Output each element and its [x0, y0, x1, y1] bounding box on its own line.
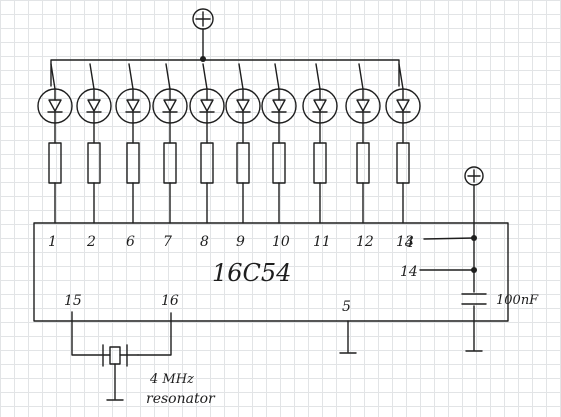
led-channel — [115, 63, 151, 224]
resistor-icon — [48, 142, 62, 184]
led-channel — [37, 63, 73, 224]
led-feed-wire — [50, 63, 56, 90]
pin-4-wire — [423, 237, 475, 240]
led-channel — [189, 63, 225, 224]
pin-number: 8 — [200, 234, 209, 250]
led-icon — [385, 88, 421, 124]
plus-terminal-icon — [192, 8, 214, 30]
diode-triangle — [126, 99, 140, 112]
pin-number: 16 — [161, 293, 179, 309]
pin-number: 6 — [126, 234, 135, 250]
junction-dot — [200, 56, 206, 62]
pin-number: 2 — [86, 234, 96, 250]
led-channel — [385, 63, 421, 224]
led-resistor-array — [37, 63, 421, 224]
led-feed-wire — [398, 63, 404, 90]
led-feed-wire — [128, 63, 134, 90]
led-channel — [261, 63, 297, 224]
pin-number: 12 — [356, 234, 374, 250]
diode-triangle — [163, 99, 177, 112]
chip-label: 16C54 — [212, 259, 291, 287]
led-channel — [76, 63, 112, 224]
resonator-wire — [137, 312, 172, 356]
pin-number: 9 — [236, 234, 245, 250]
pin-number: 5 — [342, 299, 351, 315]
resonator-label: resonator — [146, 391, 216, 407]
pin-number: 4 — [404, 235, 414, 251]
resistor-icon — [356, 142, 370, 184]
resonator-wire — [71, 311, 103, 356]
diode-triangle — [87, 99, 101, 112]
led-icon — [302, 88, 338, 124]
resistor-icon — [272, 142, 286, 184]
led-icon — [345, 88, 381, 124]
diode-triangle — [48, 99, 62, 112]
led-feed-wire — [274, 63, 280, 90]
capacitor-icon — [461, 293, 487, 305]
pin-number: 10 — [272, 234, 290, 250]
led-feed-wire — [358, 63, 364, 90]
resistor-icon — [87, 142, 101, 184]
resistor-icon — [396, 142, 410, 184]
resonator-frequency: 4 MHz — [149, 372, 194, 387]
supply-rail — [50, 59, 400, 87]
led-icon — [261, 88, 297, 124]
led-channel — [302, 63, 338, 224]
crystal-resonator-icon — [102, 344, 139, 367]
diode-triangle — [236, 99, 250, 112]
led-feed-wire — [315, 63, 321, 90]
led-feed-wire — [202, 63, 208, 90]
resistor-icon — [236, 142, 250, 184]
diode-triangle — [272, 99, 286, 112]
led-icon — [152, 88, 188, 124]
resistor-icon — [163, 142, 177, 184]
led-icon — [115, 88, 151, 124]
led-icon — [189, 88, 225, 124]
diode-triangle — [313, 99, 327, 112]
led-icon — [225, 88, 261, 124]
pin-number: 11 — [313, 234, 331, 250]
pin-number: 7 — [163, 234, 172, 250]
led-feed-wire — [165, 63, 171, 90]
led-channel — [225, 63, 261, 224]
diode-triangle — [200, 99, 214, 112]
pin-number: 1 — [48, 234, 57, 250]
capacitor-value: 100nF — [496, 293, 539, 308]
led-icon — [76, 88, 112, 124]
diode-triangle — [396, 99, 410, 112]
pin-number: 14 — [400, 264, 418, 280]
diode-triangle — [356, 99, 370, 112]
plus-terminal-icon — [464, 166, 484, 186]
pin-number: 15 — [64, 293, 82, 309]
resistor-icon — [200, 142, 214, 184]
chip-body — [33, 222, 509, 322]
resistor-icon — [313, 142, 327, 184]
led-feed-wire — [238, 63, 244, 90]
led-feed-wire — [89, 63, 95, 90]
led-icon — [37, 88, 73, 124]
pin-number: 13 — [396, 234, 414, 250]
led-channel — [345, 63, 381, 224]
resistor-icon — [126, 142, 140, 184]
led-channel — [152, 63, 188, 224]
